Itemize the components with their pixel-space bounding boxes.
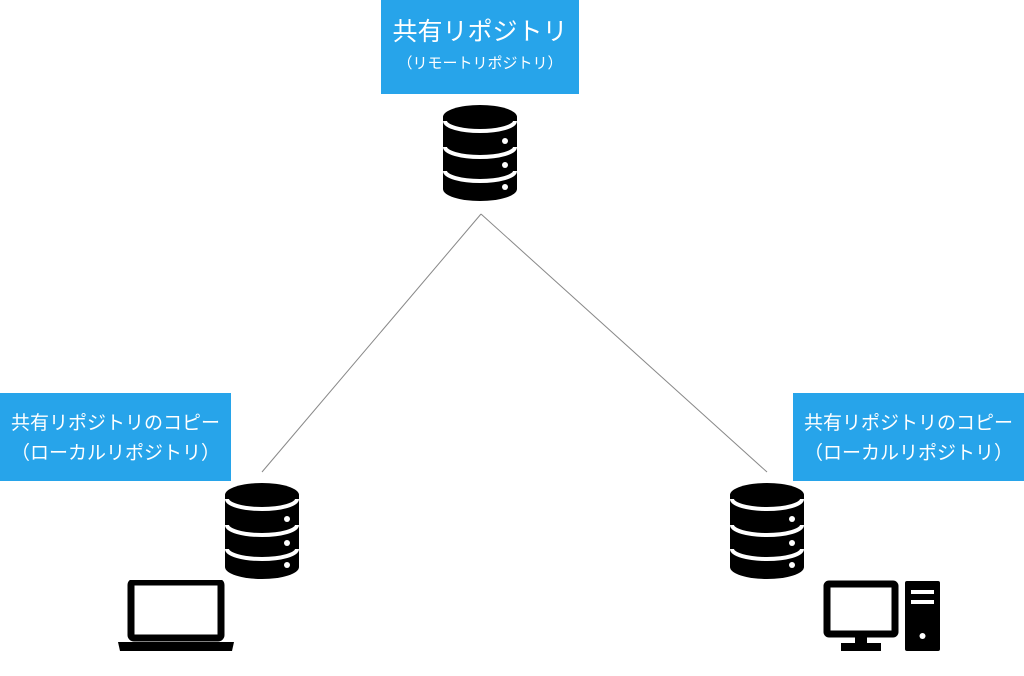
local-repository-label-right: 共有リポジトリのコピー （ローカルリポジトリ） — [793, 393, 1024, 481]
database-icon — [730, 483, 804, 579]
local-repository-title-right: 共有リポジトリのコピー — [803, 412, 1013, 434]
local-repository-label-left: 共有リポジトリのコピー （ローカルリポジトリ） — [0, 393, 231, 481]
local-repository-subtitle-left: （ローカルリポジトリ） — [10, 442, 220, 464]
connector-line-right — [480, 213, 768, 473]
remote-repository-title: 共有リポジトリ — [392, 17, 568, 46]
local-repository-title-left: 共有リポジトリのコピー — [10, 412, 220, 434]
local-repository-subtitle-right: （ローカルリポジトリ） — [803, 442, 1013, 464]
remote-repository-subtitle: （リモートリポジトリ） — [397, 54, 563, 72]
desktop-pc-icon — [823, 580, 940, 651]
database-icon — [225, 483, 299, 579]
remote-repository-label: 共有リポジトリ （リモートリポジトリ） — [381, 0, 579, 94]
laptop-icon — [118, 580, 234, 651]
connector-line-left — [261, 213, 482, 473]
database-icon — [443, 105, 517, 201]
